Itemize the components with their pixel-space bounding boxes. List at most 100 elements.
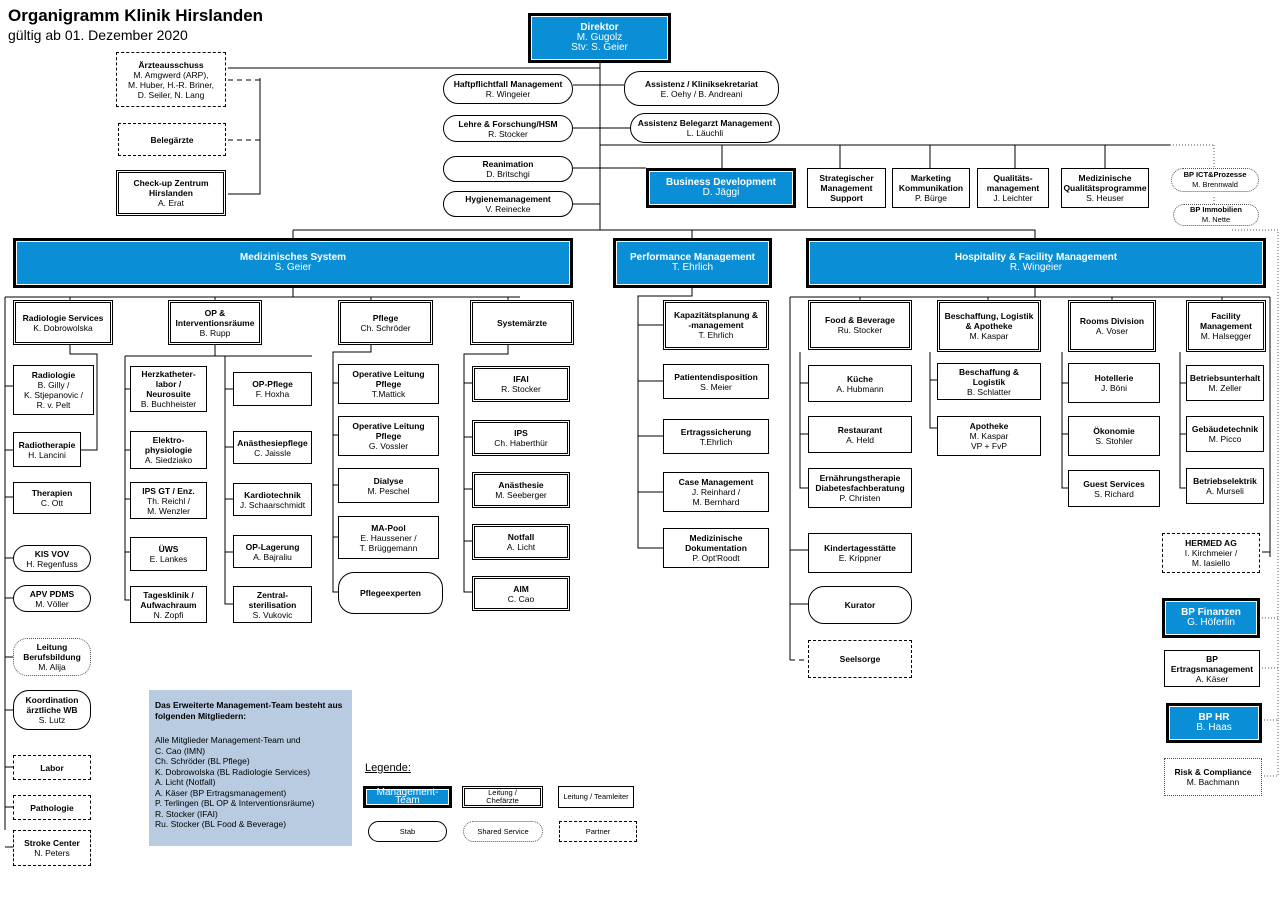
org-box-title: Medizinisches System	[239, 252, 347, 263]
org-box-person: A. Voser	[1095, 326, 1129, 336]
org-box-title: BP ICT&Prozesse	[1183, 170, 1247, 179]
legend-stab: Stab	[368, 821, 447, 842]
org-box-title: Direktor	[580, 22, 619, 33]
legend-partner: Partner	[559, 821, 637, 842]
org-box-person: A. Held	[846, 434, 874, 445]
org-box-title: ÜWS	[158, 544, 179, 554]
org-box-title: Koordination ärztliche WB	[25, 695, 79, 715]
org-box-title: Notfall	[507, 532, 535, 542]
org-box-person: B. Gilly / K. Stjepanovic / R. v. Pelt	[23, 380, 84, 410]
org-box-title: Gebäudetechnik	[1191, 424, 1259, 434]
org-box-pathologie: Pathologie	[13, 795, 91, 820]
org-box-person: M. Halsegger	[1200, 331, 1252, 341]
org-box-title: Radiotherapie	[18, 439, 76, 450]
org-box-title: Tagesklinik / Aufwachraum	[140, 589, 197, 610]
org-box-title: Labor	[40, 762, 64, 773]
org-box-person: R. Wingeier	[1009, 262, 1063, 273]
legend-shared-service: Shared Service	[463, 821, 543, 842]
org-box-title: Kapazitätsplanung & -management	[673, 310, 759, 330]
org-box-person: P. Bürge	[915, 193, 947, 203]
org-box-person: K. Dobrowolska	[33, 322, 93, 333]
legend-title: Legende:	[365, 762, 411, 774]
org-box-title: Stroke Center	[24, 838, 80, 848]
org-box-labor: Labor	[13, 755, 91, 780]
org-box-title: IPS	[514, 428, 528, 438]
org-box-title: Business Development	[665, 177, 777, 188]
org-box-person: S. Heuser	[1086, 193, 1124, 203]
org-box-person: E. Krippner	[838, 553, 882, 563]
org-box-person: R. Stocker	[501, 384, 541, 394]
org-box-person: J. Reinhard / M. Bernhard	[691, 487, 741, 507]
org-box-title: Rooms Division	[1079, 316, 1145, 326]
org-box-title: HERMED AG	[1185, 538, 1237, 548]
org-box-person: Ch. Schröder	[360, 322, 411, 333]
org-box-person: F. Hoxha	[255, 389, 290, 399]
org-box-title: Kindertagesstätte	[824, 543, 896, 553]
org-box-title: IFAI	[513, 374, 529, 384]
org-box-person: A. Käser	[1195, 673, 1229, 684]
org-box-title: Restaurant	[837, 424, 883, 435]
page-title: Organigramm Klinik Hirslanden	[8, 6, 264, 25]
org-box-title: Radiologie	[31, 370, 76, 380]
org-box-person: A. Murseli	[1206, 486, 1244, 496]
org-box-person: E. Haussener / T. Brüggemann	[359, 532, 418, 553]
org-box-person: N. Peters	[34, 848, 70, 858]
org-box-title: BP Finanzen	[1181, 607, 1241, 618]
org-box-person: G. Höferlin	[1187, 617, 1235, 628]
org-box-person: M. Amgwerd (ARP), M. Huber, H.-R. Briner…	[128, 69, 214, 100]
org-box-title: Therapien	[31, 488, 73, 498]
org-box-person: A. Licht	[506, 542, 536, 552]
org-box-person: S. Geier	[274, 262, 312, 273]
org-box-person: C. Cao	[507, 593, 535, 604]
org-box-person: M. Bachmann	[1186, 777, 1240, 787]
org-box-title: Performance Management	[629, 252, 756, 263]
org-box-person: A. Erat	[158, 198, 184, 208]
org-box-belegaerzte: Belegärzte	[118, 123, 226, 156]
org-box-title: OP & Interventionsräume	[175, 307, 255, 328]
org-box-person: M. Gugolz Stv: S. Geier	[571, 32, 628, 53]
org-box-title: Operative Leitung Pflege	[352, 369, 425, 389]
org-box-title: Qualitäts- management	[986, 173, 1040, 193]
org-box-person: M. Kaspar	[969, 331, 1009, 341]
org-box-title: Beschaffung, Logistik & Apotheke	[944, 311, 1034, 331]
org-box-person: L. Läuchli	[686, 128, 724, 138]
org-box-person: A. Bajraliu	[253, 551, 292, 562]
org-box-title: Küche	[847, 373, 873, 384]
org-box-person: M. Picco	[1208, 434, 1242, 444]
org-box-person: M. Nette	[1201, 215, 1231, 224]
org-box-person: H. Lancini	[28, 449, 66, 460]
org-box-person: S. Stohler	[1095, 436, 1133, 446]
note-member: A. Käser (BP Ertragsmanagement)	[155, 787, 287, 798]
org-box-title: Marketing Kommunikation	[898, 173, 964, 193]
